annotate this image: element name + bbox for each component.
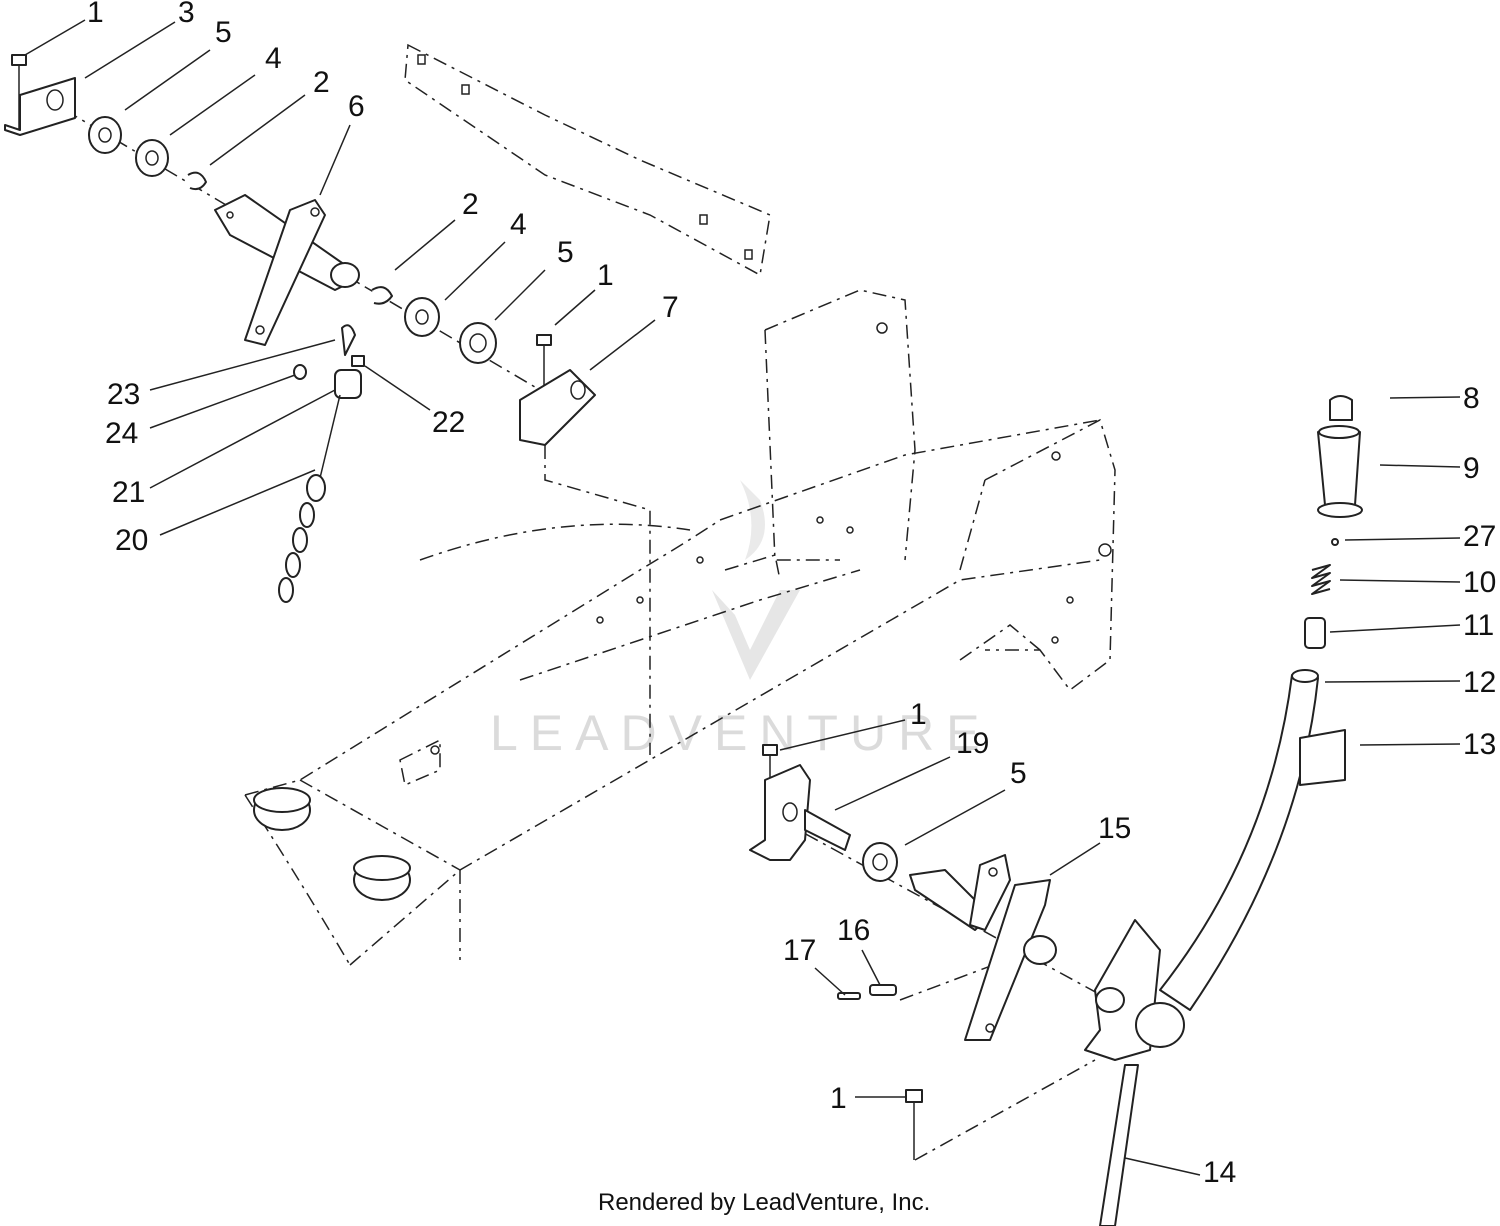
frame-bumper-right	[353, 855, 411, 901]
callout-12: 12	[1463, 666, 1496, 699]
callout-1-lower: 1	[910, 698, 927, 731]
callout-labels: 1 3 5 4 2 6 2 4 5 1 7 23 24 22 21 20 8 9…	[87, 0, 1496, 1189]
spacer-11	[1304, 617, 1326, 649]
callout-5-mid: 5	[557, 236, 574, 269]
washer-5-lower	[862, 842, 898, 882]
callout-5-lower: 5	[1010, 757, 1027, 790]
leader-lines	[24, 19, 1461, 1176]
spring-10	[1311, 564, 1331, 595]
washer-4-upper	[135, 139, 169, 177]
washer-4-lower	[404, 297, 440, 337]
main-frame	[244, 289, 1116, 966]
spring-pin-16	[869, 984, 897, 996]
frame-bumper-left	[253, 787, 311, 831]
pivot-bracket	[1084, 919, 1185, 1061]
frame-holes	[430, 322, 1112, 755]
pin-23	[341, 324, 356, 356]
callout-1-bottom: 1	[830, 1082, 847, 1115]
callout-7: 7	[662, 291, 679, 324]
nut-22	[351, 355, 365, 367]
clip-2-upper	[187, 171, 207, 191]
callout-5-top: 5	[215, 16, 232, 49]
callout-6: 6	[348, 90, 365, 123]
callout-2-mid: 2	[462, 188, 479, 221]
knob-8	[1329, 395, 1353, 421]
lever-15	[909, 854, 1057, 1041]
lever-arm-6	[214, 194, 360, 346]
assembly-lines	[64, 109, 1111, 1161]
callout-10: 10	[1463, 566, 1496, 599]
callout-19: 19	[956, 727, 989, 760]
callout-23: 23	[107, 378, 140, 411]
grip-9	[1317, 425, 1363, 518]
pin-17	[837, 992, 861, 1000]
callout-2-top: 2	[313, 66, 330, 99]
tube-12	[1159, 669, 1319, 1011]
callout-4-mid: 4	[510, 208, 527, 241]
callout-13: 13	[1463, 728, 1496, 761]
upper-plate	[404, 43, 771, 277]
bushing-5-lower	[459, 322, 497, 364]
bracket-19	[749, 764, 851, 861]
callout-14: 14	[1203, 1156, 1236, 1189]
callout-22: 22	[432, 406, 465, 439]
washer-5-upper	[88, 116, 122, 154]
leadventure-watermark: LEADVENTURE	[490, 480, 992, 761]
callout-20: 20	[115, 524, 148, 557]
callout-21: 21	[112, 476, 145, 509]
watermark-text: LEADVENTURE	[490, 705, 992, 761]
callout-27: 27	[1463, 520, 1496, 553]
callout-15: 15	[1098, 812, 1131, 845]
callout-4-top: 4	[265, 42, 282, 75]
render-credit: Rendered by LeadVenture, Inc.	[598, 1189, 930, 1216]
decal-13	[1299, 729, 1346, 786]
clip-2-lower	[371, 286, 393, 305]
callout-11: 11	[1463, 609, 1494, 642]
callout-9: 9	[1463, 452, 1480, 485]
callout-3: 3	[178, 0, 195, 29]
pin-21	[334, 369, 362, 399]
callout-8: 8	[1463, 382, 1480, 415]
washer-24	[293, 364, 307, 380]
chain-20	[278, 394, 341, 603]
callout-16: 16	[837, 914, 870, 947]
bracket-7	[519, 369, 596, 446]
callout-24: 24	[105, 417, 138, 450]
callout-17: 17	[783, 934, 816, 967]
washer-27	[1331, 538, 1339, 546]
bolt-lower	[905, 1089, 923, 1160]
rod-14	[1099, 1064, 1139, 1226]
bracket-3	[4, 77, 76, 136]
callout-1-top: 1	[87, 0, 104, 29]
callout-1-mid: 1	[597, 259, 614, 292]
